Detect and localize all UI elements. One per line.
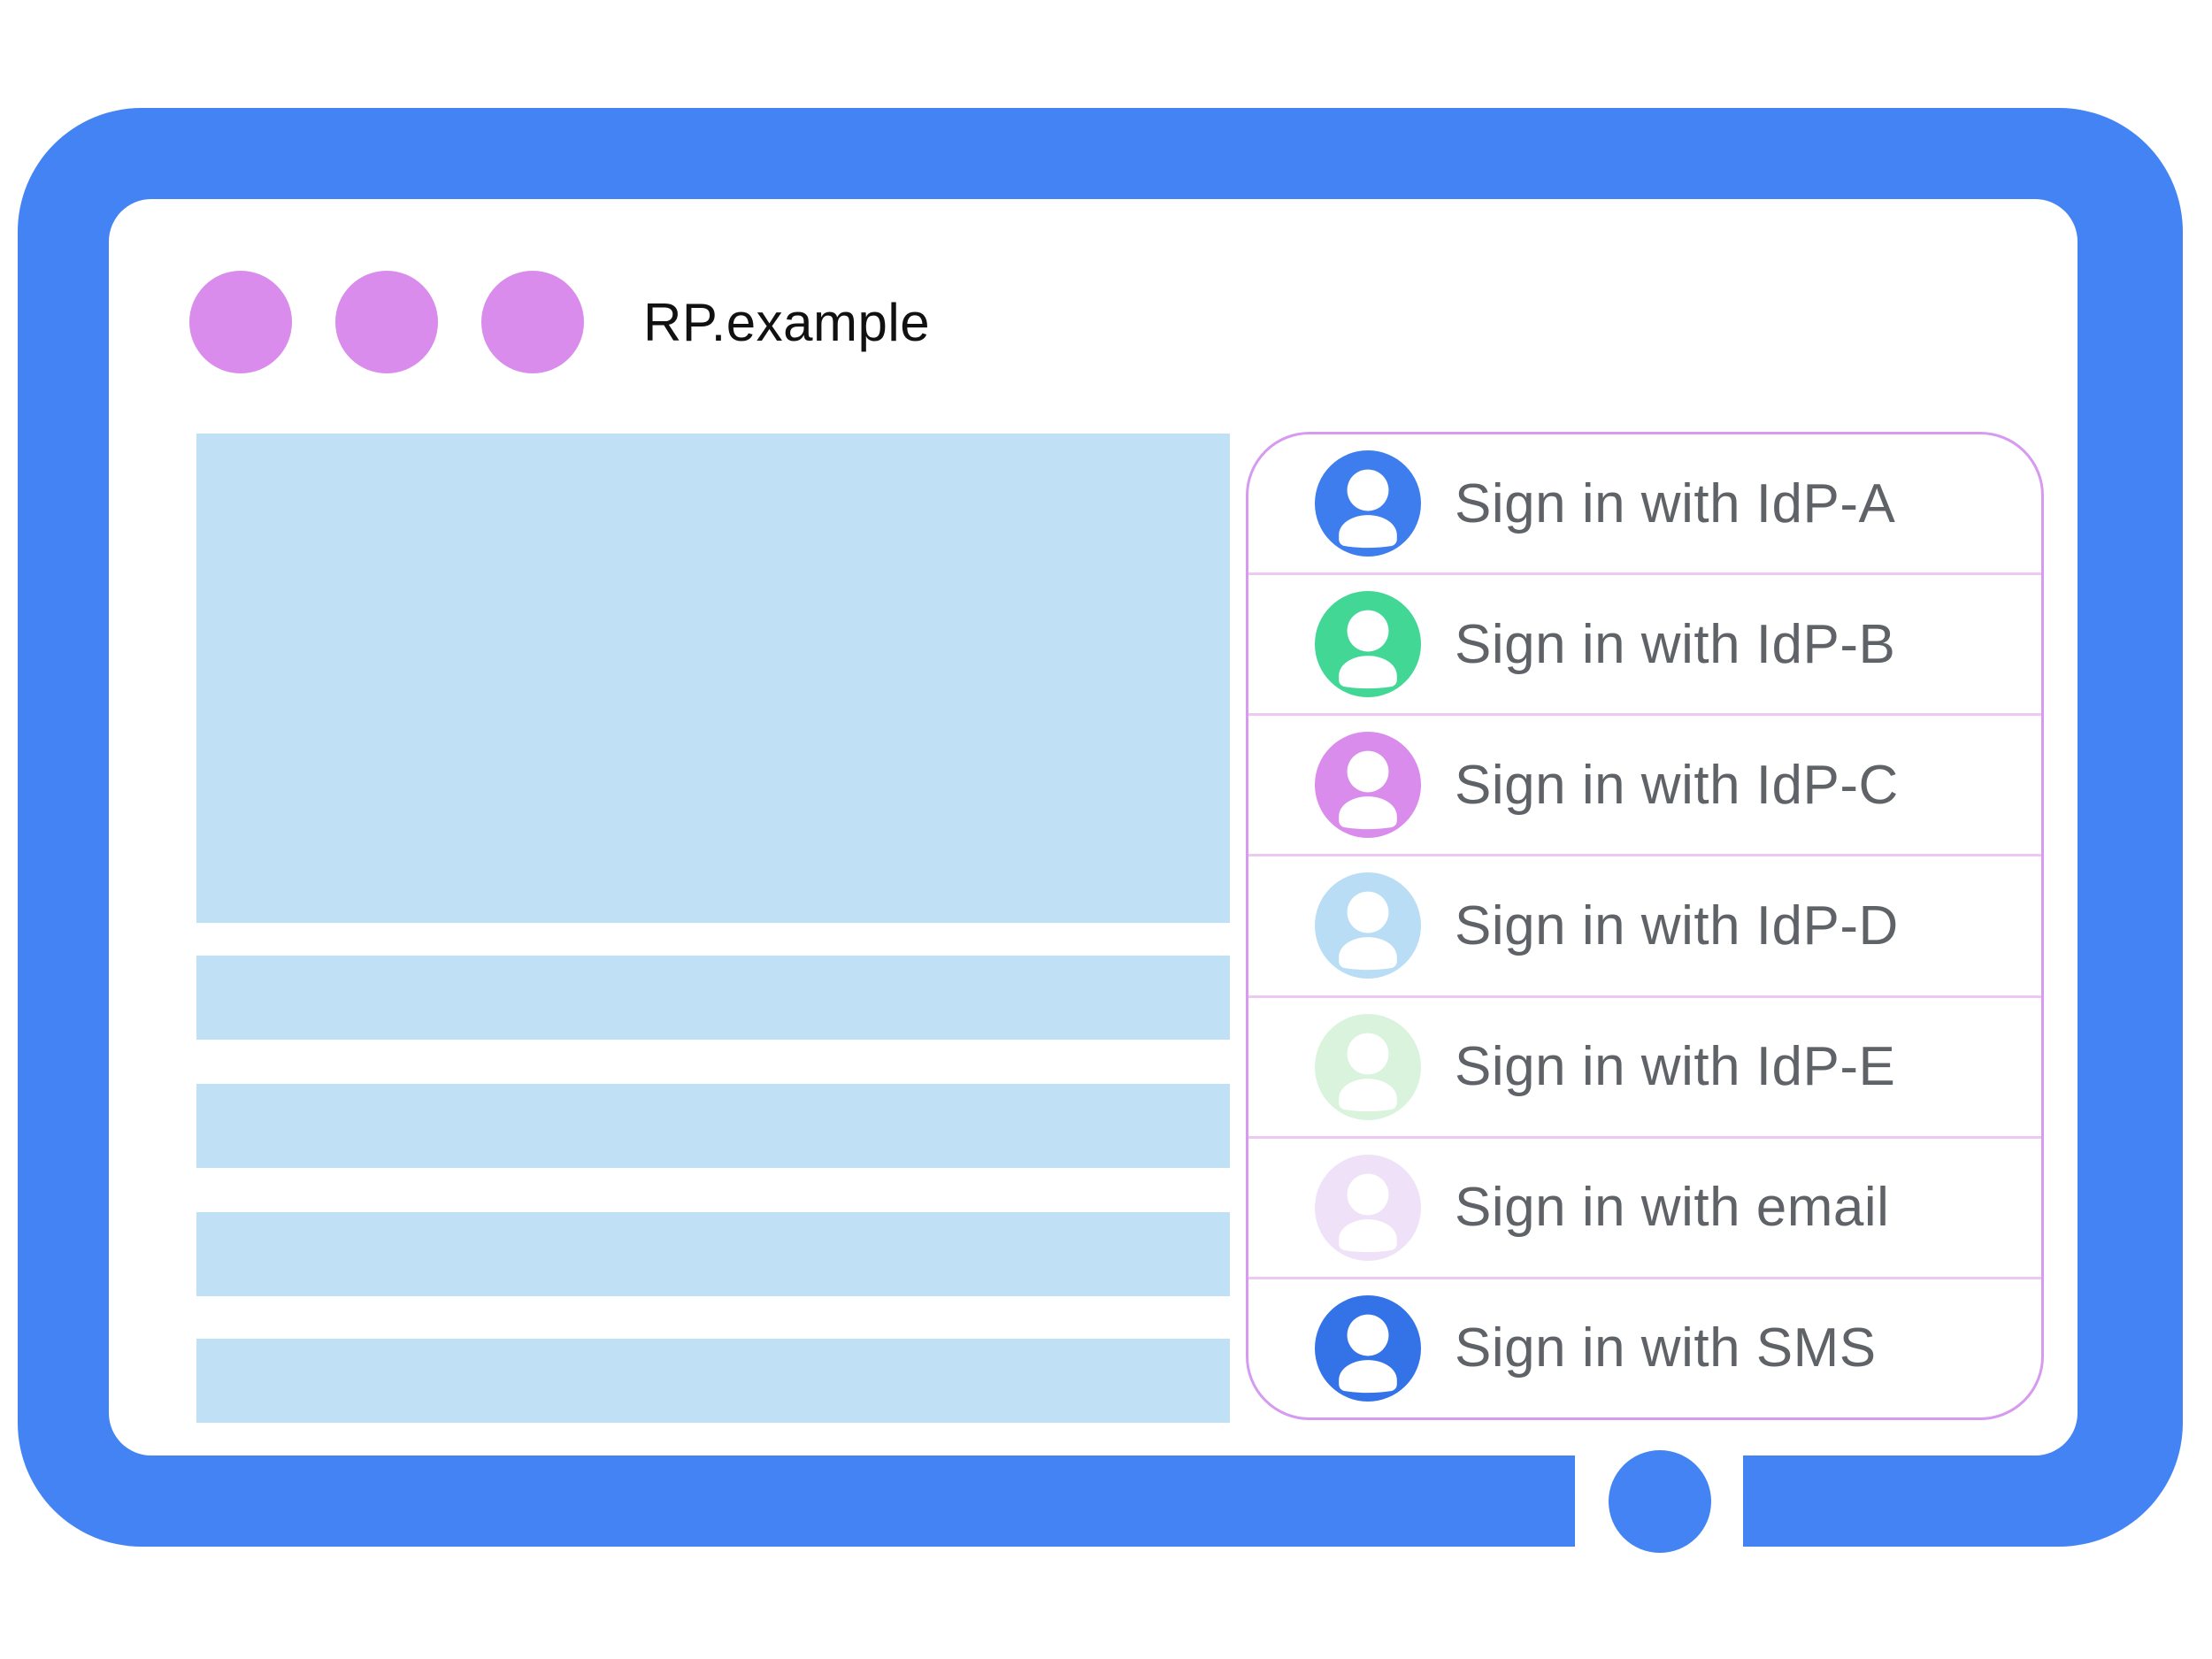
signin-option-label: Sign in with IdP-E: [1455, 1036, 1896, 1098]
bezel-right-cap: [1743, 1455, 1849, 1547]
signin-option-idp-d[interactable]: Sign in with IdP-D: [1248, 856, 2041, 998]
signin-option-label: Sign in with email: [1455, 1177, 1890, 1239]
signin-option-idp-c[interactable]: Sign in with IdP-C: [1248, 716, 2041, 857]
page-title: RP.example: [643, 292, 931, 352]
person-avatar-icon: [1315, 872, 1421, 979]
signin-option-label: Sign in with IdP-B: [1455, 613, 1896, 675]
signin-option-label: Sign in with IdP-A: [1455, 472, 1896, 534]
hero-placeholder: [196, 434, 1230, 923]
browser-header: RP.example: [189, 271, 930, 373]
signin-option-email[interactable]: Sign in with email: [1248, 1139, 2041, 1279]
person-avatar-icon: [1315, 1154, 1421, 1261]
text-line-placeholder: [196, 1212, 1230, 1296]
window-control-dot[interactable]: [481, 271, 584, 373]
signin-dialog: Sign in with IdP-A Sign in with IdP-B Si…: [1246, 432, 2044, 1420]
signin-option-idp-e[interactable]: Sign in with IdP-E: [1248, 998, 2041, 1139]
signin-option-sms[interactable]: Sign in with SMS: [1248, 1279, 2041, 1417]
person-avatar-icon: [1315, 1294, 1421, 1402]
person-avatar-icon: [1315, 1013, 1421, 1120]
person-avatar-icon: [1315, 732, 1421, 839]
person-avatar-icon: [1315, 591, 1421, 698]
home-button[interactable]: [1609, 1450, 1711, 1553]
text-line-placeholder: [196, 1084, 1230, 1168]
signin-option-label: Sign in with IdP-C: [1455, 754, 1899, 816]
window-control-dot[interactable]: [335, 271, 438, 373]
window-control-dot[interactable]: [189, 271, 292, 373]
signin-option-label: Sign in with IdP-D: [1455, 895, 1899, 956]
signin-option-label: Sign in with SMS: [1455, 1317, 1877, 1379]
signin-option-idp-a[interactable]: Sign in with IdP-A: [1248, 434, 2041, 576]
signin-option-idp-b[interactable]: Sign in with IdP-B: [1248, 575, 2041, 717]
text-line-placeholder: [196, 956, 1230, 1040]
text-line-placeholder: [196, 1339, 1230, 1423]
person-avatar-icon: [1315, 450, 1421, 557]
bezel-left-cap: [1469, 1455, 1575, 1547]
